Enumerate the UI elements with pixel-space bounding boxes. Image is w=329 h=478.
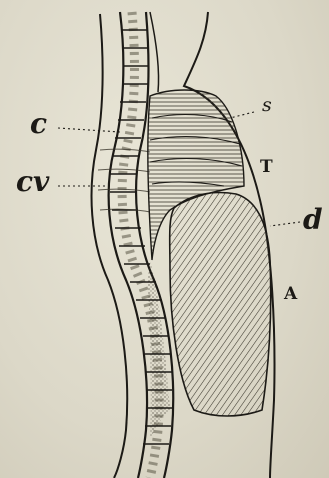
label-T: T [260,159,274,176]
label-s: s [262,96,272,115]
label-cv: cv [16,168,49,196]
label-A: A [284,286,298,303]
abdomen-region [170,193,271,416]
neck-outline [150,12,159,92]
soft-tissue [148,260,170,440]
label-d: d [303,206,323,234]
label-c: c [30,110,47,138]
